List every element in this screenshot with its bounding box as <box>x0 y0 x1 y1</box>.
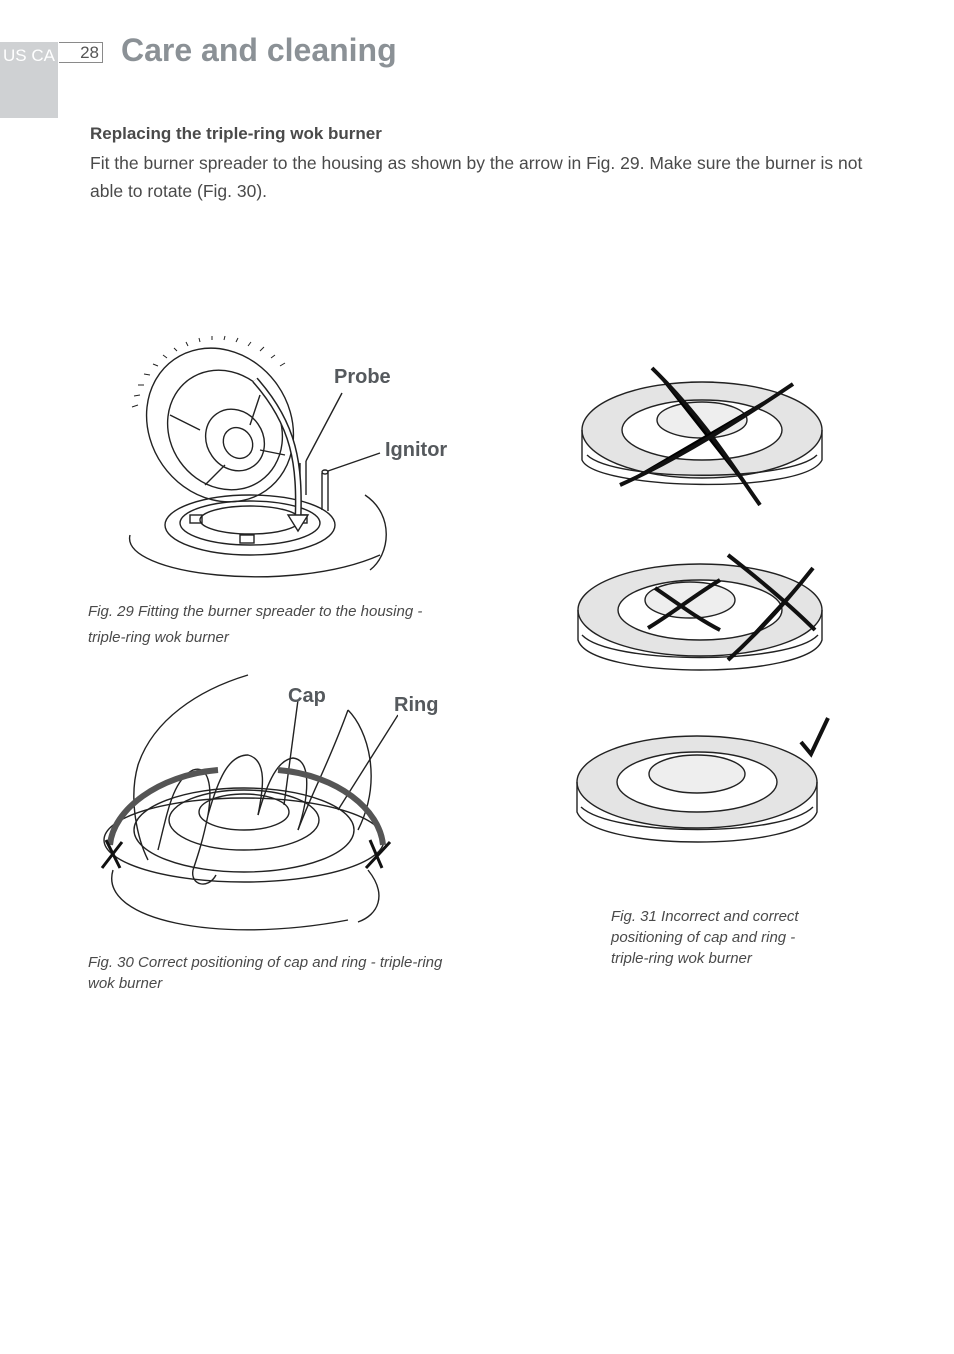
region-tab <box>0 42 58 118</box>
fig31-correct-bottom <box>573 712 833 862</box>
fig29-caption: Fig. 29 Fitting the burner spreader to t… <box>88 603 423 646</box>
fig29-label-probe: Probe <box>334 366 391 388</box>
fig31-incorrect-middle <box>570 550 830 690</box>
fig30-illustration <box>98 670 398 940</box>
page-title: Care and cleaning <box>121 32 397 68</box>
fig30-caption: Fig. 30 Correct positioning of cap and r… <box>88 954 443 992</box>
body-text: Fit the burner spreader to the housing a… <box>90 153 863 201</box>
fig30-label-ring: Ring <box>394 694 439 716</box>
fig31-caption: Fig. 31 Incorrect and correct positionin… <box>611 908 799 967</box>
fig30-label-cap: Cap <box>288 685 326 707</box>
fig29-label-ignitor: Ignitor <box>385 439 448 461</box>
section-heading: Replacing the triple-ring wok burner <box>90 124 382 143</box>
region-label: US CA <box>3 46 55 65</box>
fig29-illustration <box>110 335 400 595</box>
page-number: 28 <box>59 42 103 63</box>
fig31-incorrect-top <box>575 360 830 510</box>
